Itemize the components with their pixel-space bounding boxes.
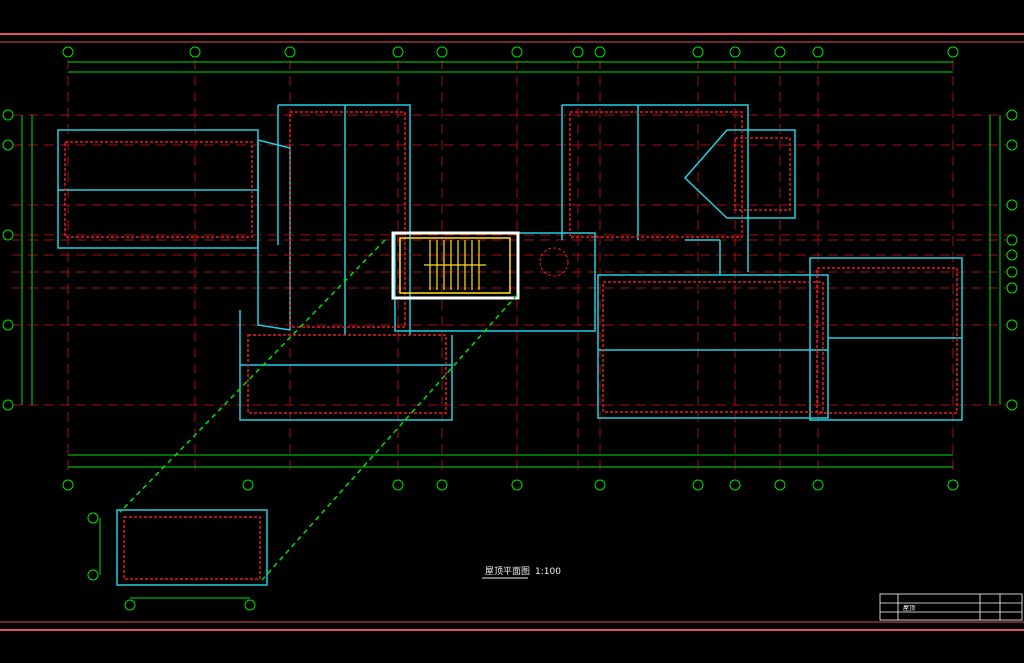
- title-block: 屋顶: [879, 593, 1023, 621]
- drawing-title-block: 屋顶平面图 1:100: [482, 566, 561, 579]
- roof-edges: [64, 111, 958, 580]
- dimension-lines: [21, 61, 1001, 599]
- stair-core: [391, 231, 569, 300]
- drawing-title: 屋顶平面图: [485, 566, 530, 577]
- title-block-text: 屋顶: [903, 605, 915, 612]
- axis-gridlines: [12, 60, 1010, 475]
- drawing-frame: [0, 33, 1024, 631]
- axis-bubbles: [2, 46, 1018, 611]
- building-outlines: [57, 104, 963, 586]
- drawing-scale: 1:100: [535, 567, 561, 577]
- detail-callout: [119, 239, 518, 581]
